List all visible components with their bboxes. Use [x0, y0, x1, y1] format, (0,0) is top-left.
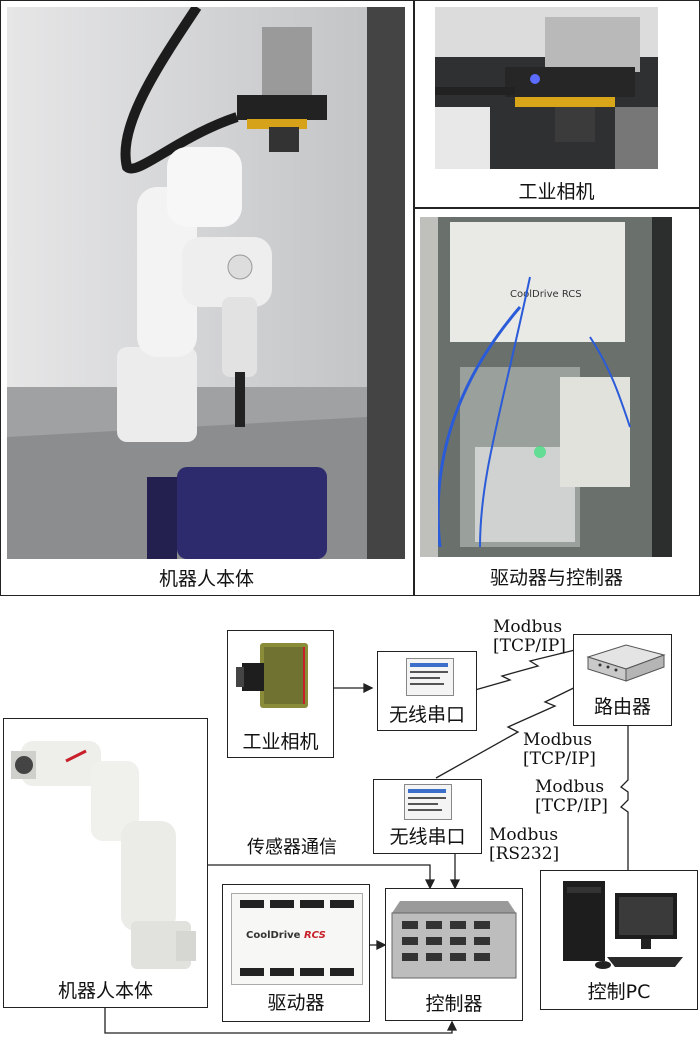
serial-module-icon	[406, 658, 454, 696]
link-pc-line2: [TCP/IP]	[535, 796, 608, 816]
controller-label: 控制器	[425, 993, 483, 1015]
driver-brand-text: CoolDrive	[246, 930, 301, 941]
robot-body-photo	[7, 7, 405, 559]
link-rs-line2: [RS232]	[489, 844, 560, 864]
wireless-serial-mid-box: 无线串口	[373, 779, 482, 854]
driver-label: 驱动器	[267, 992, 325, 1014]
robot-body-label: 机器人本体	[57, 980, 153, 1002]
router-label: 路由器	[593, 696, 651, 718]
link-top-line2: [TCP/IP]	[493, 636, 566, 656]
link-label-mid: Modbus [TCP/IP]	[523, 731, 596, 769]
controller-unit-icon	[391, 901, 517, 979]
photo-divider-vertical	[413, 0, 415, 596]
link-label-pc: Modbus [TCP/IP]	[535, 778, 608, 816]
camera-label: 工业相机	[242, 731, 319, 753]
robot-arm-icon	[11, 741, 196, 969]
controller-box: 控制器	[385, 888, 523, 1021]
link-label-rs232: Modbus [RS232]	[489, 826, 559, 864]
driver-box: CoolDrive RCS 驱动器	[222, 884, 370, 1022]
desktop-pc-icon	[563, 881, 683, 969]
driver-brand-sub-text: RCS	[303, 930, 326, 941]
control-pc-label: 控制PC	[587, 981, 651, 1003]
router-icon	[586, 644, 666, 682]
link-rs-line1: Modbus	[489, 825, 559, 845]
sensor-comm-label: 传感器通信	[247, 837, 337, 858]
camera-icon	[236, 643, 308, 708]
robot-body-photo-caption: 机器人本体	[158, 568, 254, 590]
camera-box: 工业相机	[227, 630, 334, 758]
wireless-serial-top-label: 无线串口	[388, 704, 465, 726]
control-pc-box: 控制PC	[540, 870, 698, 1010]
link-pc-line1: Modbus	[535, 777, 605, 797]
industrial-camera-photo-caption: 工业相机	[518, 181, 595, 203]
robot-body-box: 机器人本体	[3, 718, 208, 1008]
link-label-top: Modbus [TCP/IP]	[493, 618, 566, 656]
wireless-serial-top-box: 无线串口	[377, 651, 477, 731]
link-mid-line1: Modbus	[523, 730, 593, 750]
serial-module-icon-mid	[404, 784, 452, 820]
driver-controller-photo-caption: 驱动器与控制器	[489, 567, 623, 589]
wireless-serial-mid-label: 无线串口	[389, 826, 466, 848]
driver-unit-icon: CoolDrive RCS	[231, 893, 363, 985]
photo-divider-horizontal	[413, 207, 700, 209]
link-mid-line2: [TCP/IP]	[523, 749, 596, 769]
driver-controller-photo: CoolDrive RCS	[420, 217, 672, 557]
industrial-camera-photo	[435, 7, 658, 169]
link-top-line1: Modbus	[493, 617, 563, 637]
router-box: 路由器	[573, 634, 672, 726]
svg-text:CoolDrive RCS: CoolDrive RCS	[510, 289, 582, 300]
